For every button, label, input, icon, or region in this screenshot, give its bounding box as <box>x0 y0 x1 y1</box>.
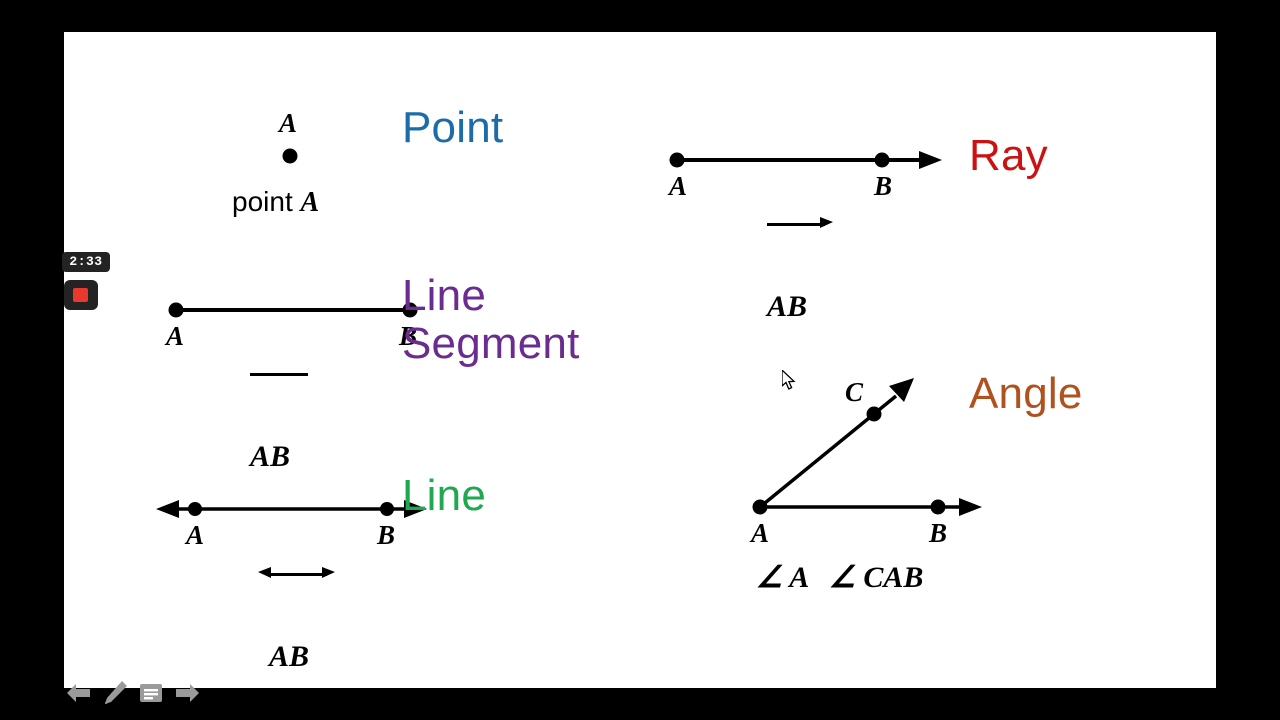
line-notation-text: AB <box>269 640 310 673</box>
line-segment-notation-text: AB <box>250 440 291 473</box>
toolbar-button-next-slide[interactable] <box>172 678 202 708</box>
category-label-line-segment-line1: Line <box>402 271 486 320</box>
figure-line: A B AB <box>84 472 444 672</box>
angle-notation-simple: ∠ A <box>756 561 810 594</box>
stop-recording-button[interactable] <box>64 280 98 310</box>
line-segment-label-b: B <box>399 321 418 351</box>
angle-label-b: B <box>929 518 948 548</box>
point-description-italic: A <box>300 187 320 218</box>
ray-notation-arrowhead-right <box>820 217 833 228</box>
mouse-cursor <box>782 370 796 390</box>
arrow-right-icon <box>176 684 199 702</box>
ray-notation: AB <box>767 217 833 442</box>
point-description: point A <box>232 186 319 219</box>
category-label-line-segment-line2: Segment <box>402 318 580 368</box>
line-graphic <box>156 500 427 518</box>
angle-graphic <box>752 378 982 516</box>
ray-label-a: A <box>669 171 688 201</box>
toolbar-button-previous-slide[interactable] <box>64 678 94 708</box>
note-icon <box>140 684 162 702</box>
presenter-toolbar <box>64 676 202 710</box>
category-label-ray: Ray <box>969 131 1048 180</box>
point-dot-graphic <box>282 148 298 164</box>
angle-notation-three-point: ∠ CAB <box>829 561 924 594</box>
toolbar-button-pen-tool[interactable] <box>100 678 130 708</box>
line-notation-arrowhead-left <box>258 567 271 578</box>
ray-graphic <box>669 151 942 169</box>
line-segment-label-a: A <box>166 321 185 351</box>
line-segment-graphic <box>168 302 418 318</box>
line-label-b: B <box>377 520 396 550</box>
toolbar-button-notes[interactable] <box>136 678 166 708</box>
slide-canvas: A point A Point A B AB <box>64 32 1216 688</box>
figure-ray: A B AB <box>664 137 964 322</box>
stop-square-icon <box>73 288 88 302</box>
category-label-line: Line <box>402 471 486 520</box>
line-segment-notation: AB <box>250 373 310 562</box>
figure-angle: A B C ∠ A ∠ CAB <box>674 342 994 602</box>
arrow-left-icon <box>67 684 90 702</box>
line-notation-overbar <box>269 573 327 576</box>
ray-label-b: B <box>874 171 893 201</box>
line-label-a: A <box>186 520 205 550</box>
ray-notation-text: AB <box>767 290 808 323</box>
category-label-angle: Angle <box>969 369 1083 418</box>
line-notation-arrowhead-right <box>322 567 335 578</box>
line-notation: AB <box>258 567 335 688</box>
ray-notation-overbar <box>767 223 825 226</box>
figure-point: A point A <box>174 72 374 232</box>
recording-timer: 2:33 <box>62 252 110 272</box>
point-description-text: point <box>232 186 301 217</box>
screen-recorder-widget[interactable]: 2:33 <box>62 252 114 314</box>
angle-label-c: C <box>845 377 864 407</box>
pencil-icon <box>104 681 127 705</box>
angle-label-a: A <box>751 518 770 548</box>
figure-line-segment: A B AB <box>104 272 424 472</box>
point-label-a: A <box>279 108 298 138</box>
line-segment-notation-overbar <box>250 373 308 376</box>
category-label-point: Point <box>402 103 504 152</box>
